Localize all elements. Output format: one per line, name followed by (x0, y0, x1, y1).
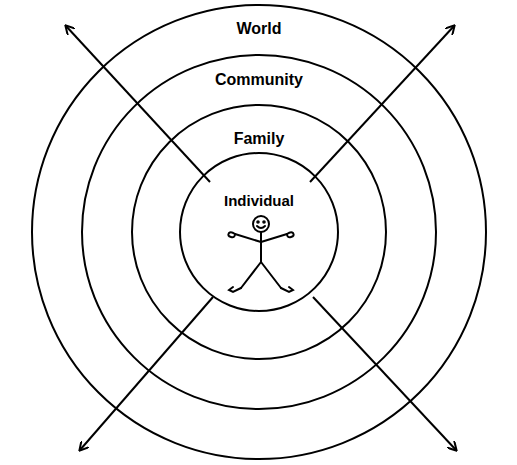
concentric-ring: WorldCommunityFamilyIndividual (31, 4, 487, 460)
outward-arrow (80, 297, 213, 450)
outward-arrow (66, 26, 210, 182)
ring-label: Family (133, 130, 385, 148)
stick-figure (228, 216, 293, 292)
ring-label: Community (83, 71, 435, 89)
concentric-ring: Individual (179, 152, 339, 312)
outward-arrow (313, 297, 456, 450)
outward-arrow (310, 26, 454, 182)
concentric-ring: CommunityFamilyIndividual (81, 54, 437, 410)
ring-label: World (33, 20, 485, 38)
ring-label: Individual (181, 192, 337, 210)
concentric-ring: FamilyIndividual (131, 104, 387, 360)
